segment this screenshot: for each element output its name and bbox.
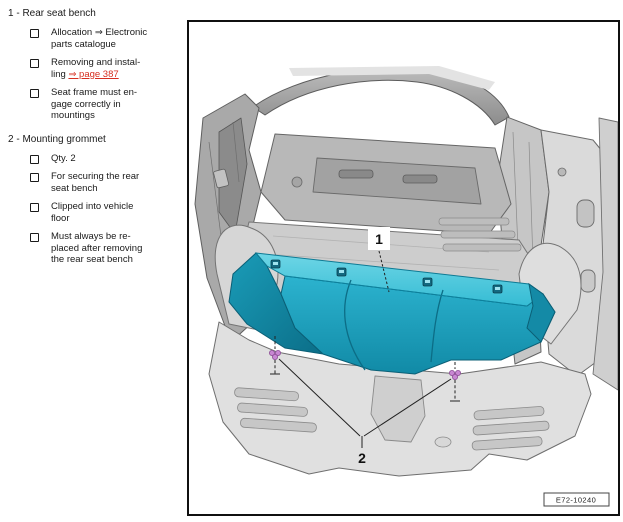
bullet-seat-frame: Seat frame must en- gage correctly in mo… xyxy=(30,87,184,122)
item-2-heading: 2 - Mounting grommet xyxy=(8,133,106,145)
bullet-clipped: Clipped into vehicle floor xyxy=(30,201,184,224)
rear-seat-bench-illustration: 1 2 E72-10240 xyxy=(194,66,618,507)
item-1-heading: 1 - Rear seat bench xyxy=(8,8,96,19)
callout-1-label: 1 xyxy=(375,231,383,247)
checkbox-icon xyxy=(30,29,39,38)
bullet-replace: Must always be re- placed after removing… xyxy=(30,231,184,266)
checkbox-icon xyxy=(30,203,39,212)
checkbox-icon xyxy=(30,173,39,182)
bullet-qty-text: Qty. 2 xyxy=(51,152,76,164)
bullet-seat-frame-text: Seat frame must en- gage correctly in mo… xyxy=(51,87,138,121)
figure-frame: 1 2 E72-10240 xyxy=(187,20,620,516)
bullet-securing-text: For securing the rear seat bench xyxy=(51,171,140,194)
checkbox-icon xyxy=(30,154,39,164)
checkbox-icon xyxy=(30,233,39,242)
bullet-removing-text: Removing and instal- ling ⇒ page 387 xyxy=(51,57,140,80)
bullet-allocation-text: Allocation ⇒ Electronic parts catalogue xyxy=(51,27,148,50)
bullet-allocation: Allocation ⇒ Electronic parts catalogue xyxy=(30,27,184,50)
bullet-replace-text: Must always be re- placed after removing… xyxy=(51,231,143,265)
checkbox-icon xyxy=(30,59,39,68)
grommet-left xyxy=(269,349,282,360)
checkbox-icon xyxy=(30,89,39,98)
parts-list: 1 - Rear seat bench Allocation ⇒ Electro… xyxy=(8,6,184,273)
right-edge-strip xyxy=(592,117,618,391)
bullet-securing: For securing the rear seat bench xyxy=(30,171,184,194)
bullet-qty: Qty. 2 xyxy=(30,153,184,165)
page-387-link[interactable]: ⇒ page 387 xyxy=(68,68,119,80)
bench-right-cap xyxy=(526,282,556,343)
callout-2-label: 2 xyxy=(358,450,366,466)
bullet-clipped-text: Clipped into vehicle floor xyxy=(51,201,134,224)
mounting-grommets xyxy=(269,336,461,402)
floor-center-hump xyxy=(370,375,426,443)
bullet-removing-prefix: Removing and instal- ling xyxy=(51,57,141,80)
bullet-removing: Removing and instal- ling ⇒ page 387 xyxy=(30,57,184,80)
drawing-number-label: E72-10240 xyxy=(556,496,596,505)
bench-left-wing xyxy=(228,252,325,355)
callouts: 1 2 xyxy=(278,227,452,466)
grommet-right xyxy=(448,369,461,380)
rear-seat-bench xyxy=(228,252,556,375)
drawing-number-box: E72-10240 xyxy=(543,492,610,507)
